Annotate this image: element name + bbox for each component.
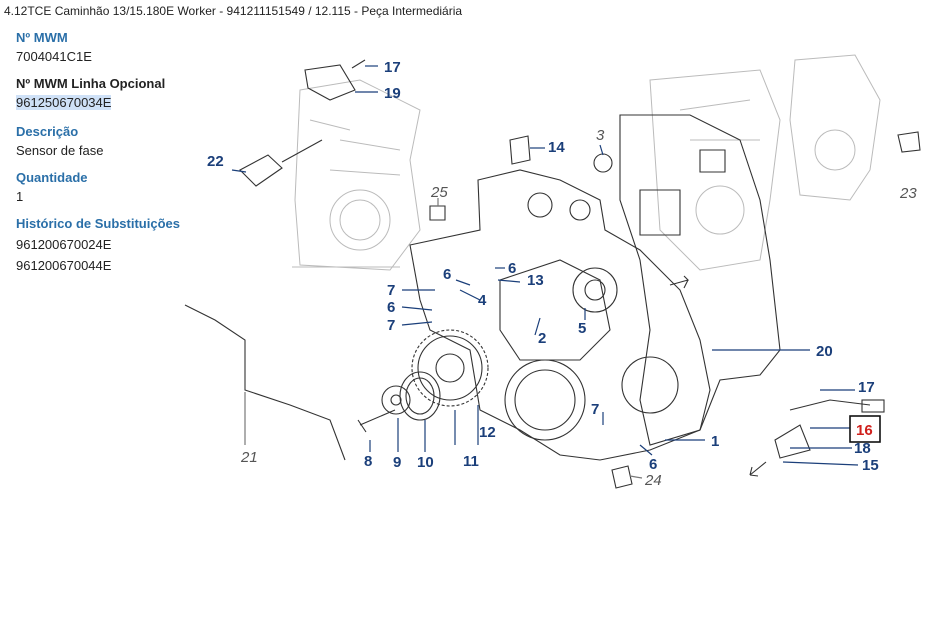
callout-15[interactable]: 15	[862, 457, 879, 474]
callout-20[interactable]: 20	[816, 343, 833, 360]
callout-10[interactable]: 10	[417, 454, 434, 471]
callout-14[interactable]: 14	[548, 139, 565, 156]
callout-4[interactable]: 4	[478, 292, 487, 309]
background-engine-right	[649, 69, 781, 271]
exploded-parts-diagram: 17 19 22 14 3 25 6 6 13 7 4 6 7 5 2 20 1…	[184, 54, 921, 489]
callout-22[interactable]: 22	[207, 153, 224, 170]
description-value: Sensor de fase	[16, 143, 104, 158]
callout-6[interactable]: 6	[649, 456, 657, 473]
leader-lines	[231, 65, 859, 479]
highlighted-callout-box	[849, 415, 881, 443]
callout-24[interactable]: 24	[644, 472, 662, 489]
mwm-number-label: Nº MWM	[16, 30, 68, 45]
callout-18[interactable]: 18	[854, 440, 871, 457]
quantity-value: 1	[16, 189, 24, 204]
intermediate-gear	[411, 329, 489, 407]
callout-3[interactable]: 3	[596, 127, 605, 144]
callout-21[interactable]: 21	[240, 449, 258, 466]
timing-case-cover	[409, 169, 711, 461]
callout-9[interactable]: 9	[393, 454, 401, 471]
callout-19[interactable]: 19	[384, 85, 401, 102]
history-item: 961200670044E	[16, 258, 112, 273]
quantity-label: Quantidade	[16, 170, 88, 185]
background-engine-topright	[789, 54, 881, 201]
callout-17[interactable]: 17	[384, 59, 401, 76]
callout-17[interactable]: 17	[858, 379, 875, 396]
callout-8[interactable]: 8	[364, 453, 372, 470]
callout-1[interactable]: 1	[711, 433, 719, 450]
history-label: Histórico de Substituições	[16, 216, 180, 231]
background-engine-left	[292, 79, 421, 271]
callout-13[interactable]: 13	[527, 272, 544, 289]
part-info-panel: Nº MWM 7004041C1E Nº MWM Linha Opcional …	[16, 30, 216, 273]
mwm-number-value: 7004041C1E	[16, 49, 92, 64]
callout-16[interactable]: 16	[856, 422, 873, 439]
callout-12[interactable]: 12	[479, 424, 496, 441]
callout-23[interactable]: 23	[899, 185, 917, 202]
callout-6[interactable]: 6	[387, 299, 395, 316]
callout-5[interactable]: 5	[578, 320, 586, 337]
callout-11[interactable]: 11	[463, 453, 479, 470]
optional-number-value[interactable]: 961250670034E	[16, 95, 112, 110]
callout-7[interactable]: 7	[387, 282, 395, 299]
page-title: 4.12TCE Caminhão 13/15.180E Worker - 941…	[4, 4, 463, 18]
callout-6[interactable]: 6	[443, 266, 451, 283]
callout-25[interactable]: 25	[430, 184, 448, 201]
optional-number-label: Nº MWM Linha Opcional	[16, 76, 166, 91]
callout-7[interactable]: 7	[387, 317, 395, 334]
gasket-outline	[619, 114, 781, 446]
callout-7[interactable]: 7	[591, 401, 599, 418]
history-item: 961200670024E	[16, 237, 112, 252]
callout-2[interactable]: 2	[538, 330, 546, 347]
callout-6[interactable]: 6	[508, 260, 516, 277]
description-label: Descrição	[16, 124, 79, 139]
